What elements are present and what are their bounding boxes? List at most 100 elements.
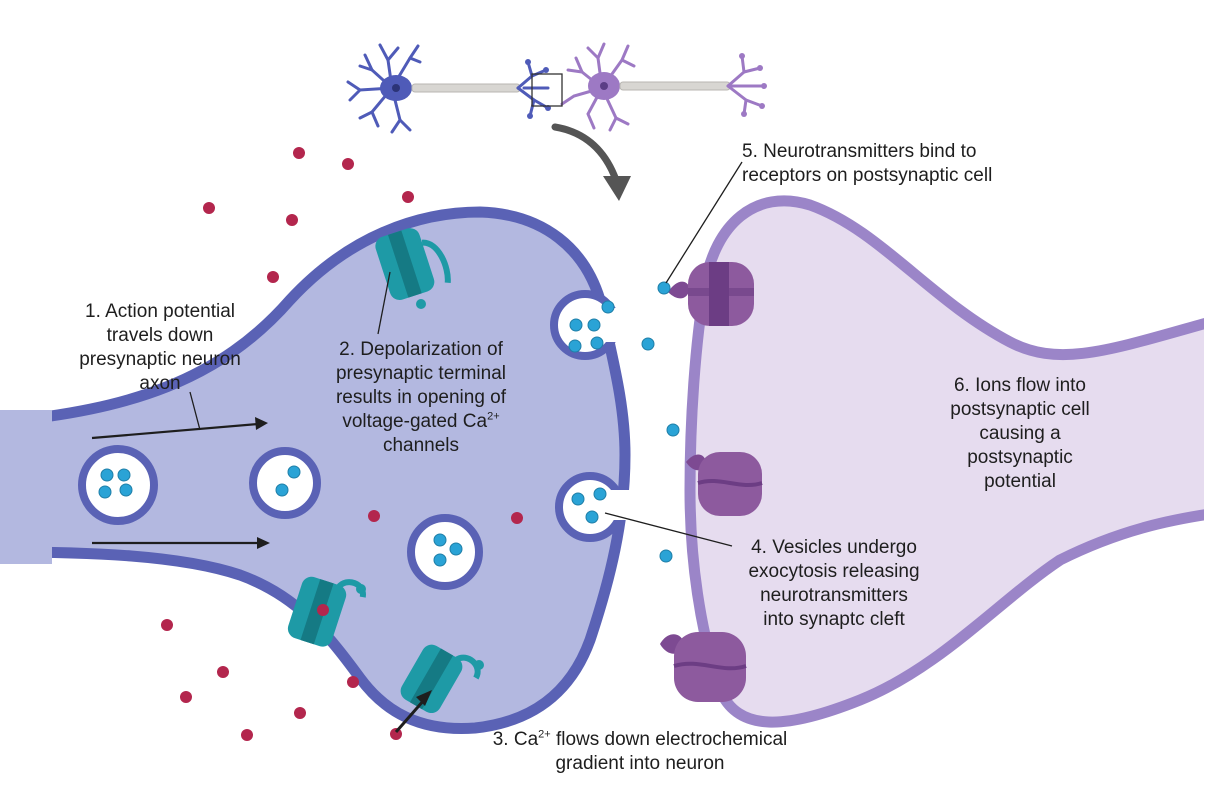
neurotransmitter-dot xyxy=(593,487,607,501)
step1-line: presynaptic neuron xyxy=(79,349,241,370)
step2-label: 2. Depolarization of presynaptic termina… xyxy=(306,338,536,458)
step5-line: 5. Neurotransmitters bind to xyxy=(742,141,977,162)
ca-channel-top xyxy=(375,228,451,300)
step2-line: results in opening of xyxy=(335,387,507,408)
calcium-ion xyxy=(294,707,306,719)
neurotransmitter-dot xyxy=(666,423,680,437)
step4-label: 4. Vesicles undergo exocytosis releasing… xyxy=(724,536,944,632)
postsynaptic-edge-mask xyxy=(1204,300,1210,540)
calcium-ion xyxy=(511,512,523,524)
calcium-ion xyxy=(161,619,173,631)
presynaptic-neuron-icon xyxy=(346,43,551,134)
presynaptic-edge-mask xyxy=(0,410,52,564)
step3-label: 3. Ca2+ flows down electrochemical gradi… xyxy=(430,728,850,776)
step3-superscript: 2+ xyxy=(538,728,551,741)
step2-line: channels xyxy=(382,435,460,456)
ca-channel-bottom-right-gate xyxy=(474,660,484,670)
calcium-ion xyxy=(347,676,359,688)
calcium-ion xyxy=(286,214,298,226)
step4-line: neurotransmitters xyxy=(760,585,908,606)
step5-line: receptors on postsynaptic cell xyxy=(742,165,993,186)
neurotransmitters xyxy=(98,281,680,567)
leader-line-step4 xyxy=(604,512,733,547)
neurotransmitter-dot xyxy=(659,549,673,563)
receptor-middle xyxy=(686,452,763,516)
calcium-ion xyxy=(217,666,229,678)
receptor-top xyxy=(668,262,754,326)
leader-line-step5 xyxy=(665,161,743,284)
step2-superscript: 2+ xyxy=(487,410,500,423)
calcium-ion xyxy=(203,202,215,214)
calcium-ion xyxy=(342,158,354,170)
step2-line: presynaptic terminal xyxy=(335,363,507,384)
calcium-ion xyxy=(180,691,192,703)
step2-line4-text: voltage-gated Ca xyxy=(342,411,488,432)
step2-line: 2. Depolarization of xyxy=(339,339,503,360)
neurotransmitter-dot xyxy=(100,468,114,482)
zoom-box xyxy=(531,73,563,107)
neurotransmitter-dot xyxy=(590,336,604,350)
calcium-ion xyxy=(267,271,279,283)
calcium-ion xyxy=(293,147,305,159)
leader-line-step1 xyxy=(189,391,201,431)
leader-line-step2 xyxy=(377,271,391,335)
neurotransmitter-dot xyxy=(568,339,582,353)
step6-line: causing a xyxy=(979,423,1061,444)
neurotransmitter-dot xyxy=(449,542,463,556)
neurotransmitter-dot xyxy=(641,337,655,351)
vesicle-2 xyxy=(249,447,321,519)
step1-line: travels down xyxy=(106,325,214,346)
ca-channel-bottom-right xyxy=(400,644,481,714)
neurotransmitter-dot xyxy=(585,510,599,524)
calcium-ion xyxy=(402,191,414,203)
calcium-ion xyxy=(241,729,253,741)
calcium-ion xyxy=(390,728,402,740)
postsynaptic-cell xyxy=(684,195,1210,728)
neurotransmitter-dot xyxy=(275,483,289,497)
step4-line: 4. Vesicles undergo xyxy=(751,537,917,558)
calcium-ions xyxy=(161,147,523,741)
step6-line: potential xyxy=(984,471,1056,492)
receptor-bottom xyxy=(660,632,747,702)
step4-line: exocytosis releasing xyxy=(748,561,920,582)
calcium-ion xyxy=(317,604,329,616)
ca-influx-arrow xyxy=(394,690,432,733)
step5-label: 5. Neurotransmitters bind to receptors o… xyxy=(742,140,1042,188)
step6-line: 6. Ions flow into xyxy=(953,375,1087,396)
neurotransmitter-dot xyxy=(433,533,447,547)
neurotransmitter-dot xyxy=(601,300,615,314)
step3-text-pre: 3. Ca xyxy=(492,729,539,750)
step1-line: axon xyxy=(139,373,181,394)
step1-label: 1. Action potential travels down presyna… xyxy=(40,300,280,396)
neurotransmitter-dot xyxy=(98,485,112,499)
step3-line: 3. Ca2+ flows down electrochemical xyxy=(430,728,850,752)
step2-line: voltage-gated Ca2+ xyxy=(306,410,536,434)
vesicle-3 xyxy=(407,514,483,590)
neurotransmitter-dot xyxy=(569,318,583,332)
vesicle-1 xyxy=(78,445,158,525)
ca-channel-bottom-left xyxy=(287,576,366,647)
ca-channel-top-gate xyxy=(416,299,426,309)
step3-text-post: flows down electrochemical xyxy=(550,729,788,750)
step3-line: gradient into neuron xyxy=(555,753,725,774)
step4-line: into synaptc cleft xyxy=(763,609,905,630)
step6-line: postsynaptic cell xyxy=(950,399,1090,420)
action-potential-arrows xyxy=(91,417,270,549)
calcium-ion xyxy=(368,510,380,522)
zoom-arrow xyxy=(551,123,631,201)
neurotransmitter-dot xyxy=(657,281,671,295)
ca-channel-bottom-left-gate xyxy=(356,584,366,594)
neurotransmitter-dot xyxy=(571,492,585,506)
neurotransmitter-dot xyxy=(117,468,131,482)
neurotransmitter-dot xyxy=(119,483,133,497)
postsynaptic-neuron-icon xyxy=(560,42,767,132)
step1-line: 1. Action potential xyxy=(85,301,235,322)
neurotransmitter-dot xyxy=(587,318,601,332)
step6-line: postsynaptic xyxy=(967,447,1073,468)
neurotransmitter-dot xyxy=(287,465,301,479)
leader-lines xyxy=(189,161,743,547)
neurotransmitter-dot xyxy=(433,553,447,567)
step6-label: 6. Ions flow into postsynaptic cell caus… xyxy=(920,374,1120,494)
